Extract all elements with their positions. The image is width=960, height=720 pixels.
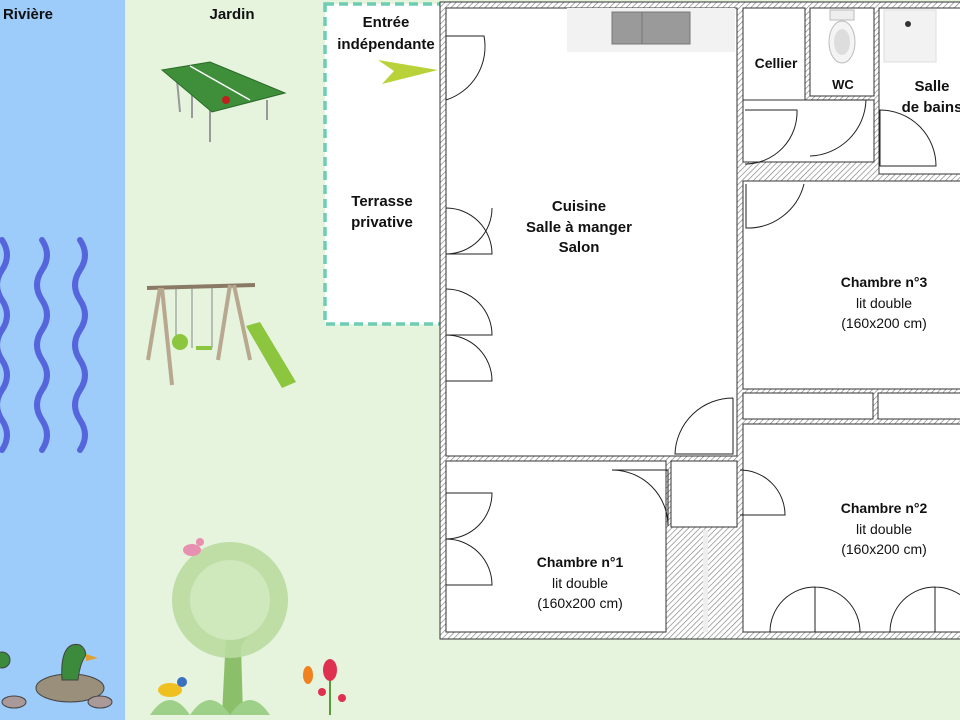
ping-pong-table-icon — [160, 61, 287, 142]
corridor — [742, 392, 874, 420]
bedroom3-label: Chambre n°3 lit double (160x200 cm) — [841, 272, 928, 334]
room-living — [445, 7, 738, 457]
shower-icon — [883, 9, 937, 63]
bedroom1-bed: lit double — [551, 574, 609, 591]
bedroom1-label: Chambre n°1 lit double (160x200 cm) — [537, 552, 624, 614]
entrance-arrow-icon — [378, 60, 438, 84]
bedroom1-name: Chambre n°1 — [536, 554, 624, 570]
living-line1: Cuisine — [551, 198, 607, 215]
river-waves-icon — [0, 237, 88, 453]
living-line2: Salle à manger — [526, 218, 632, 236]
duck-icon — [0, 644, 113, 709]
sink-icon — [567, 8, 735, 52]
bird-icon — [158, 538, 204, 697]
cellier-label: Cellier — [754, 55, 798, 71]
bathroom-label: Salle de bains — [902, 77, 960, 118]
living-room-label: Cuisine Salle à manger Salon — [526, 197, 632, 259]
river-zone — [0, 0, 125, 720]
swing-set-icon — [146, 283, 296, 388]
entrance-line1: Entrée — [362, 14, 410, 31]
bedroom3-size: (160x200 cm) — [841, 315, 927, 331]
bedroom2-label: Chambre n°2 lit double (160x200 cm) — [841, 498, 928, 560]
toilet-icon — [828, 9, 856, 64]
entrance-label: Entrée indépendante — [337, 12, 435, 56]
room-bedroom1 — [445, 460, 667, 633]
entrance-line2: indépendante — [337, 36, 435, 53]
bedroom2-size: (160x200 cm) — [841, 541, 927, 557]
living-line3: Salon — [558, 239, 600, 256]
room-bedroom3 — [742, 180, 960, 390]
terrace-label: Terrasse privative — [351, 191, 413, 233]
bedroom2-bed: lit double — [855, 520, 913, 537]
garden-label: Jardin — [209, 6, 255, 23]
room-bedroom2 — [742, 423, 960, 633]
bedroom3-name: Chambre n°3 — [840, 274, 928, 290]
flower-icon — [303, 659, 346, 715]
terrace-line2: privative — [351, 214, 413, 231]
tree-icon — [150, 542, 288, 715]
river-label: Rivière — [2, 6, 54, 23]
door-icon — [445, 35, 960, 633]
bathroom-line2: de bains — [901, 98, 960, 116]
terrace-zone — [323, 2, 445, 326]
terrace-line1: Terrasse — [351, 193, 413, 210]
bedroom1-size: (160x200 cm) — [537, 595, 623, 611]
bedroom3-bed: lit double — [855, 294, 913, 311]
wc-label: WC — [832, 77, 854, 92]
hallway — [670, 460, 738, 528]
bathroom-line1: Salle — [914, 78, 950, 95]
bedroom2-name: Chambre n°2 — [840, 500, 928, 516]
